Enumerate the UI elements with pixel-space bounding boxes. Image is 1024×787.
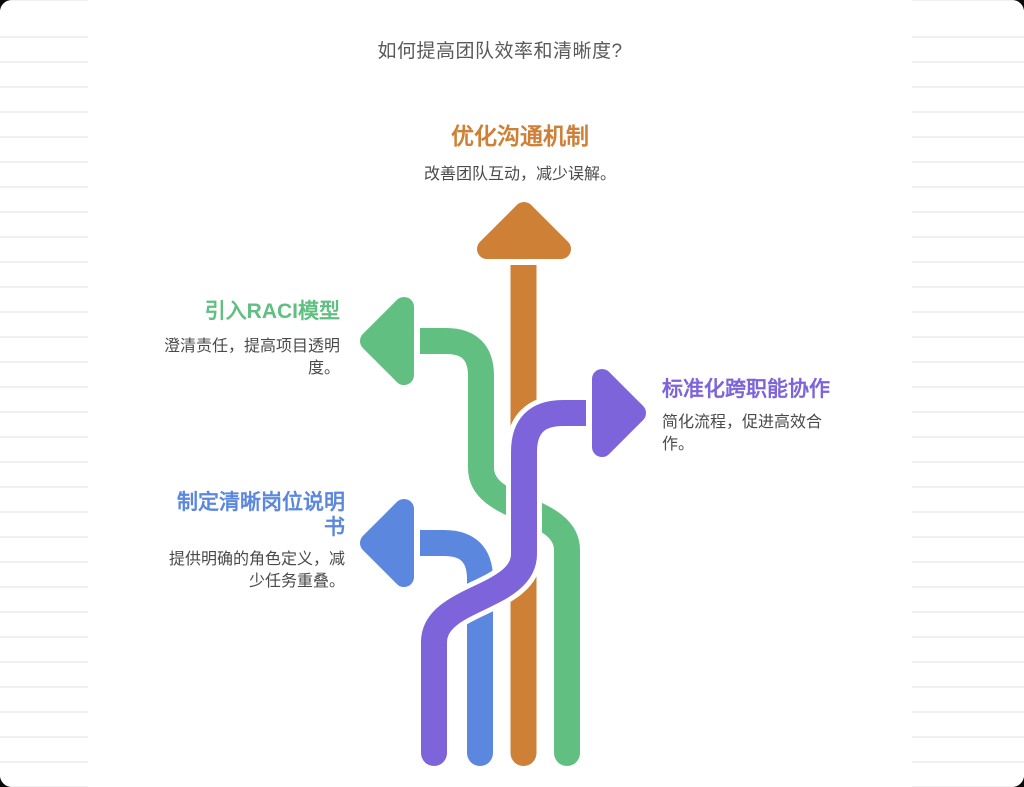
branch-heading: 优化沟通机制 [451,123,589,149]
branch-description: 澄清责任，提高项目透明度。 [163,338,340,377]
arrowhead-right-icon [592,369,646,457]
branch-optimize-communication: 优化沟通机制 改善团队互动，减少误解。 [388,124,652,186]
branch-heading: 制定清晰岗位说明书 [177,491,345,539]
branch-heading: 标准化跨职能协作 [662,378,830,401]
arrowhead-left-icon [360,499,414,587]
page-title: 如何提高团队效率和清晰度? [377,41,623,62]
content-card [88,0,912,787]
branch-job-descriptions: 制定清晰岗位说明书 提供明确的角色定义，减少任务重叠。 [160,490,345,593]
branch-description: 改善团队互动，减少误解。 [423,166,616,183]
branch-heading: 引入RACI模型 [204,300,340,323]
branch-raci-model: 引入RACI模型 澄清责任，提高项目透明度。 [155,299,340,380]
arrowhead-left-icon [360,297,414,385]
branch-description: 提供明确的角色定义，减少任务重叠。 [168,551,345,590]
arrow-right-purple [416,363,652,771]
branch-cross-functional-collaboration: 标准化跨职能协作 简化流程，促进高效合作。 [662,377,830,456]
arrowhead-up-icon [477,202,571,259]
arrow-left-green [354,291,585,771]
branch-description: 简化流程，促进高效合作。 [662,414,823,453]
